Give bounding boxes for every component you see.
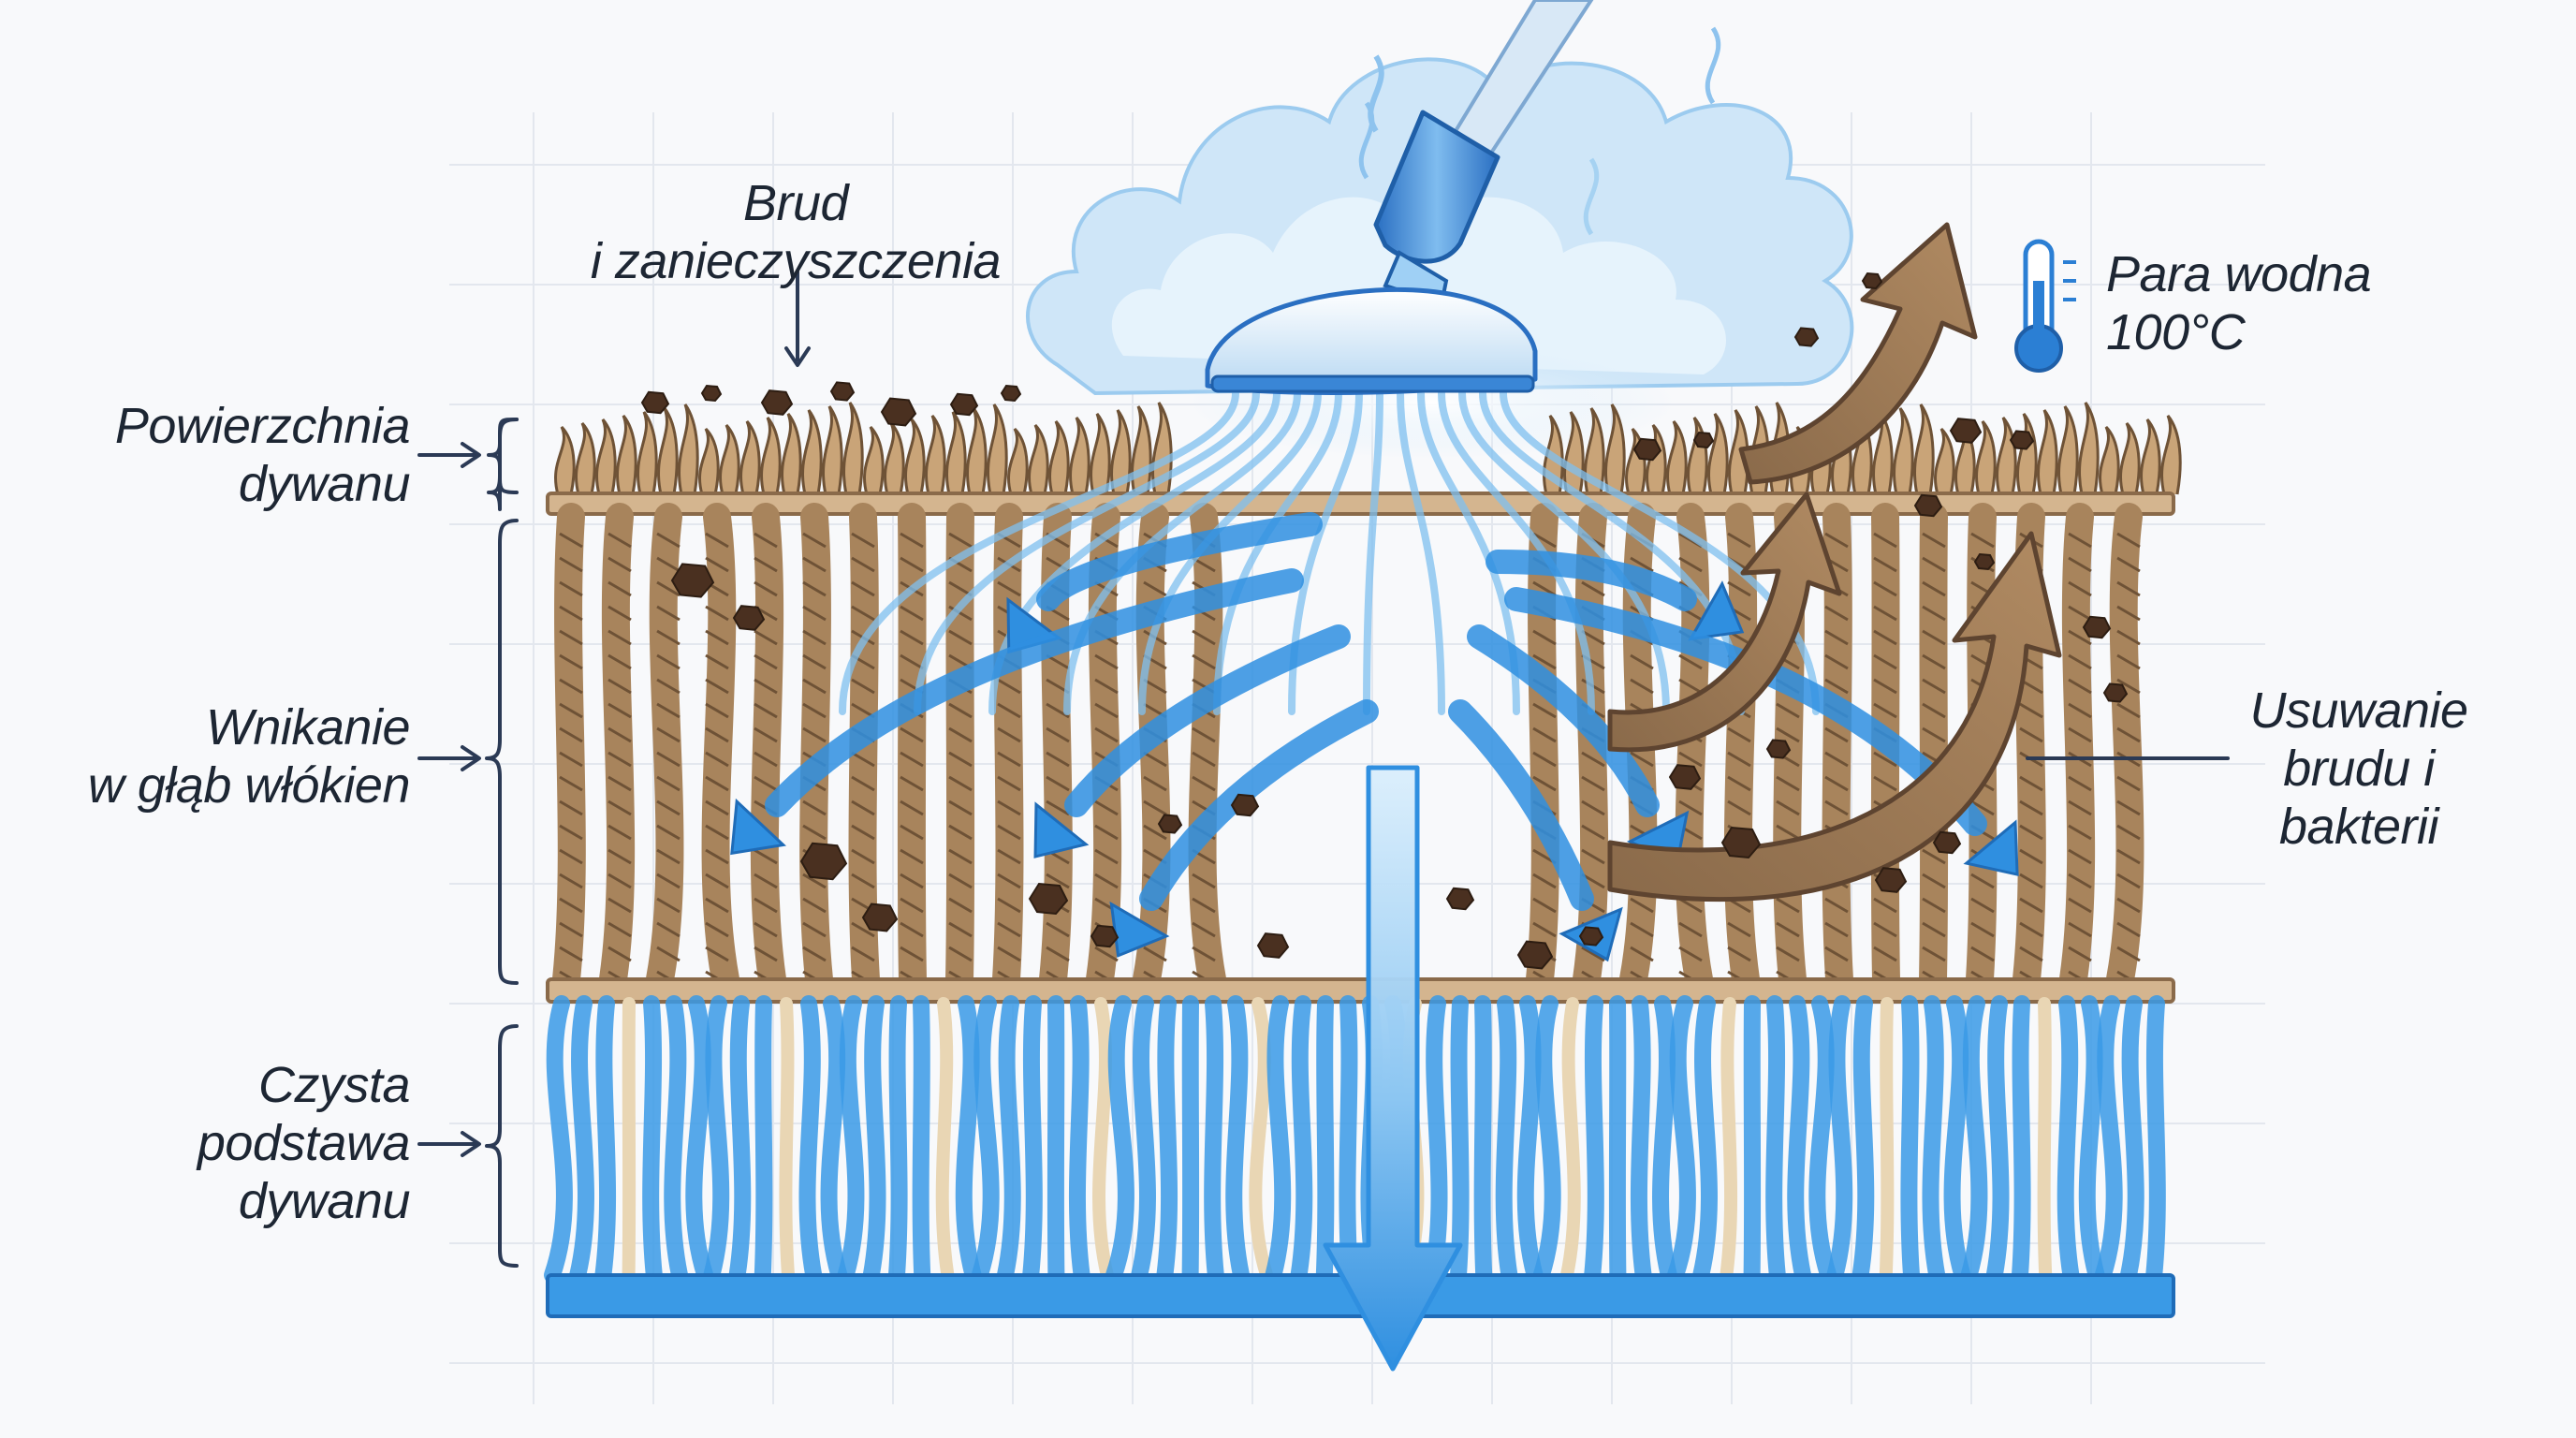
penetration-arrows [730,512,2019,962]
penetration-label-line1: Wnikanie [205,699,411,756]
removal-arrow-long [1607,531,2062,902]
carpet-mid-backing [546,977,2175,1004]
removal-label-line3: bakterii [2278,799,2439,855]
steam-label: Para wodna 100°C [2106,245,2424,361]
dirt-particles [640,271,2129,970]
dirt-label-line2: i zanieczyszczenia [590,233,1002,289]
base-bracket [485,1024,519,1268]
surface-label-line1: Powierzchnia [114,398,411,454]
base-label-line1: Czysta [257,1057,411,1113]
removal-arrow-mid [1607,492,1842,753]
penetration-label: Wnikanie w głąb włókien [37,698,411,814]
steam-label-line2: 100°C [2106,304,2246,360]
removal-label-line1: Usuwanie [2249,682,2468,739]
steam-spray [839,389,1820,715]
base-label: Czysta podstawa dywanu [75,1056,411,1230]
dirt-label-line1: Brud [742,175,849,231]
dirt-removal-arrows [1607,222,2062,902]
main-down-arrow [1323,765,1463,1372]
removal-arrow-top [1738,222,1978,485]
base-label-line2: podstawa [197,1115,411,1171]
removal-label-line2: brudu i [2283,741,2435,797]
surface-bracket [487,418,519,511]
clean-base-fibres [544,995,2166,1284]
steam-nozzle-icon [1205,0,1594,395]
penetration-bracket [485,519,519,985]
dirt-label: Brud i zanieczyszczenia [580,174,1011,290]
removal-label: Usuwanie brudu i bakterii [2218,682,2499,856]
carpet-surface-layer [554,402,2182,495]
surface-label-line2: dywanu [238,456,411,512]
surface-label: Powierzchnia dywanu [56,397,411,513]
thermometer-icon [2014,239,2076,373]
callout-pointers [417,270,2230,1268]
penetration-label-line2: w głąb włókien [87,757,411,814]
base-label-line3: dywanu [238,1173,411,1229]
steam-label-line1: Para wodna [2106,246,2372,302]
